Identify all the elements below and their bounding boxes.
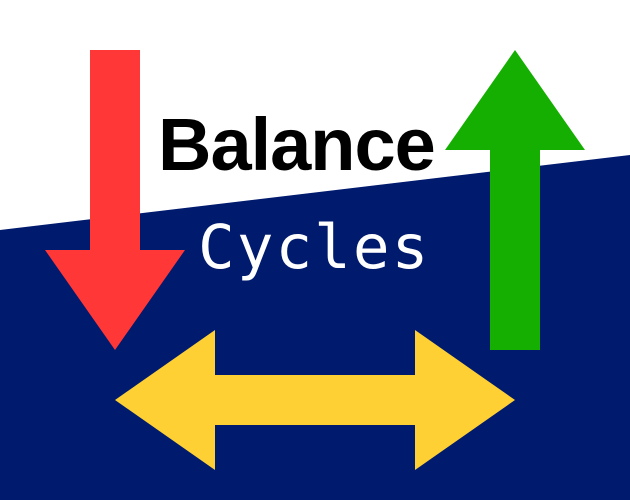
arrow-down-icon [45, 50, 185, 350]
title-balance: Balance [158, 103, 436, 186]
arrow-up-icon [445, 50, 585, 350]
arrow-left-right-icon [115, 330, 515, 470]
title-cycles: Cycles [198, 212, 431, 283]
